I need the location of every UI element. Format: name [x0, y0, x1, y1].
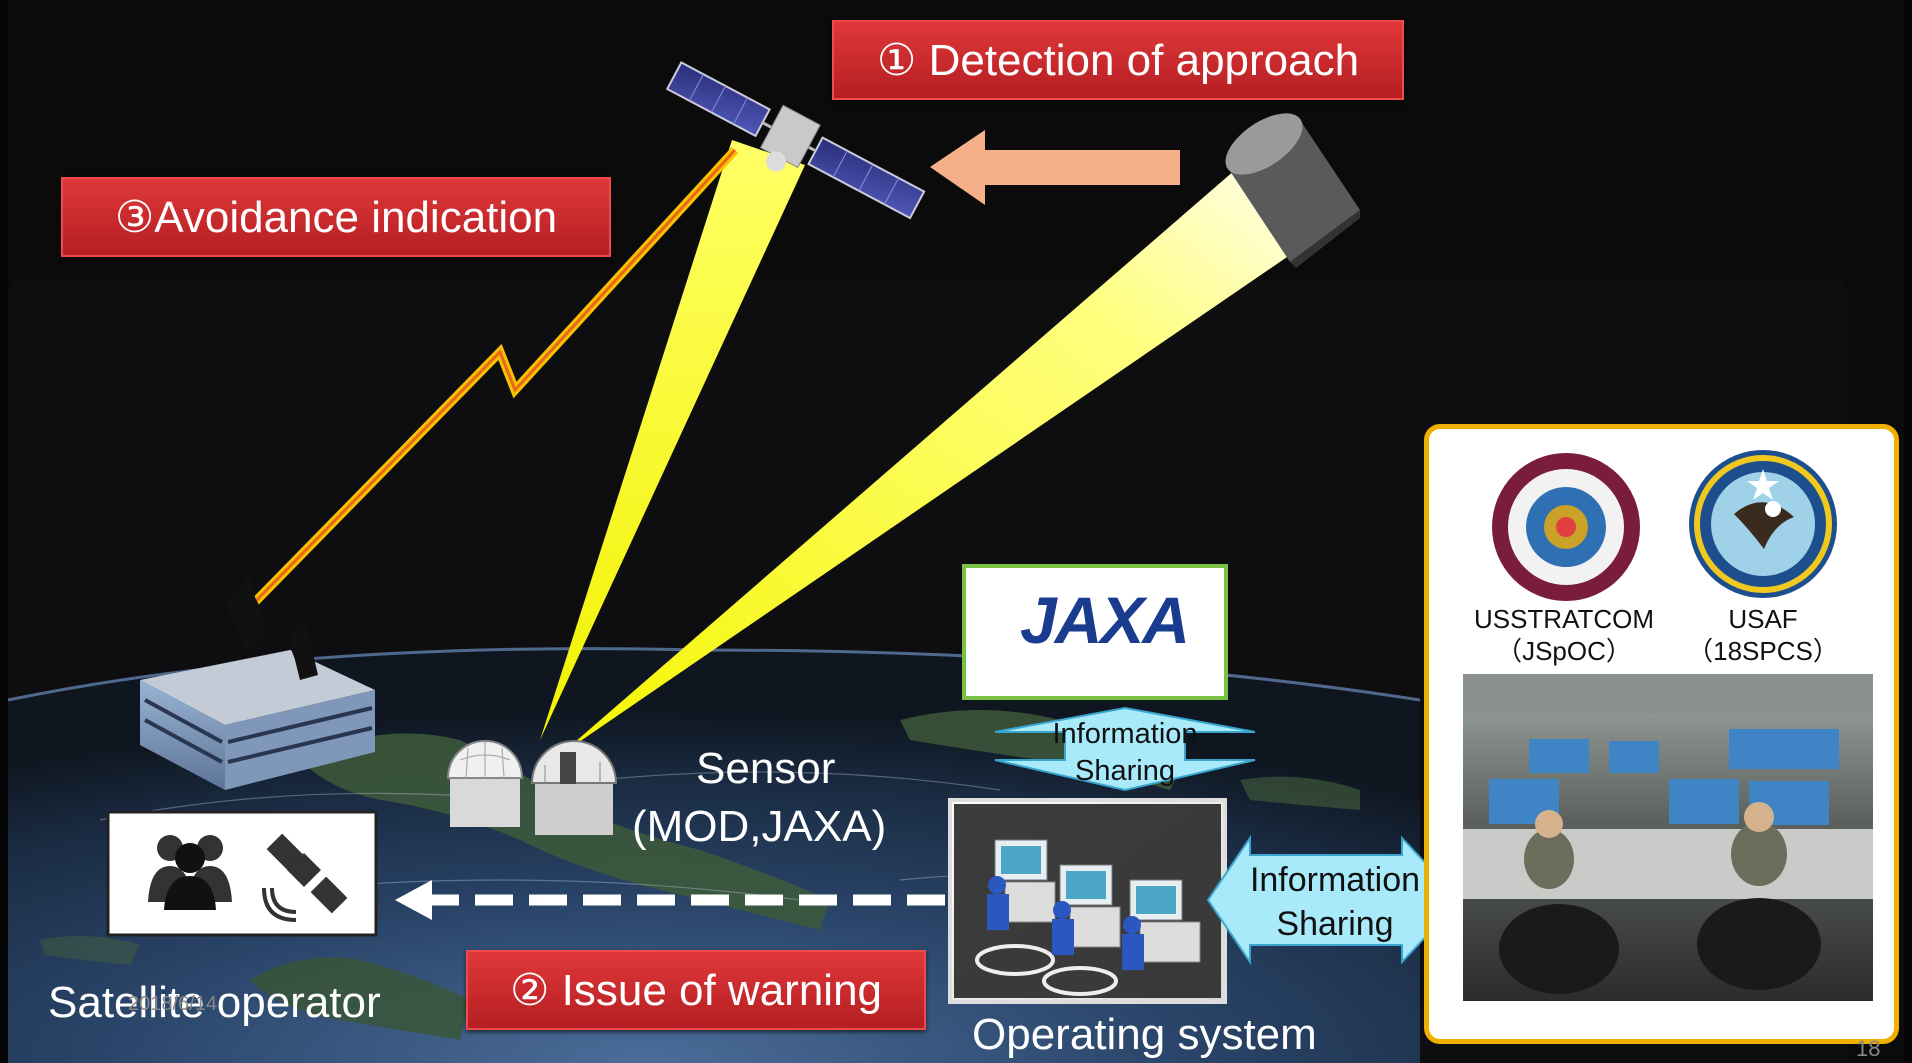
- operating-system-label: Operating system: [972, 1010, 1317, 1059]
- jaxa-logo-box: [962, 564, 1228, 700]
- agency-usaf: USAF （18SPCS）: [1673, 603, 1853, 667]
- control-room-photo: [1463, 674, 1873, 1001]
- sensor-org-label: (MOD,JAXA): [632, 802, 887, 851]
- info-sharing-arrow-top: [994, 706, 1256, 792]
- approach-arrow: [930, 130, 1180, 205]
- satellite-signal-icon: [262, 833, 348, 922]
- satellite-operator-box: [106, 810, 378, 937]
- info-sharing-top-text: Information Sharing: [1010, 716, 1240, 790]
- avoidance-label: ③Avoidance indication: [61, 177, 611, 257]
- info-sharing-top-line2: Sharing: [1075, 755, 1175, 787]
- info-sharing-right-line1: Information: [1249, 861, 1421, 899]
- operator-group-icon: [148, 835, 232, 910]
- agency-name: USSTRATCOM: [1473, 604, 1655, 634]
- satellite-operator-label: Satellite operator: [48, 978, 381, 1027]
- agency-name: USAF: [1728, 604, 1798, 634]
- sensor-label: Sensor: [696, 744, 836, 793]
- 18spcs-emblem-icon: [1689, 450, 1837, 598]
- warning-label: ② Issue of warning: [466, 950, 926, 1030]
- page-number: 18: [1856, 1036, 1881, 1061]
- satellite-icon: [665, 61, 926, 220]
- jspoc-emblem-icon: [1492, 453, 1640, 601]
- us-agencies-panel: USSTRATCOM （JSpOC） USAF （18SPCS）: [1424, 424, 1899, 1044]
- info-sharing-right-text: Information Sharing: [1225, 858, 1445, 946]
- sensor-beam-to-debris: [560, 170, 1290, 755]
- telescope-dome-icon: [446, 740, 618, 835]
- jaxa-logo: JAXA: [1020, 583, 1190, 657]
- info-sharing-top-line1: Information: [1052, 718, 1198, 750]
- operators-console-icon: [975, 839, 1201, 996]
- agency-unit: （18SPCS）: [1687, 636, 1839, 666]
- date-footer: 2018/6/14: [128, 993, 217, 1015]
- avoidance-link-bolt: [248, 148, 737, 609]
- agency-unit: （JSpOC）: [1496, 636, 1632, 666]
- info-sharing-right-line2: Sharing: [1276, 905, 1394, 943]
- sensor-beam-to-satellite: [540, 140, 805, 740]
- detection-label: ① Detection of approach: [832, 20, 1404, 100]
- debris-object-icon: [1225, 113, 1360, 268]
- agency-usstratcom: USSTRATCOM （JSpOC）: [1444, 603, 1684, 667]
- ground-station-icon: [140, 575, 375, 790]
